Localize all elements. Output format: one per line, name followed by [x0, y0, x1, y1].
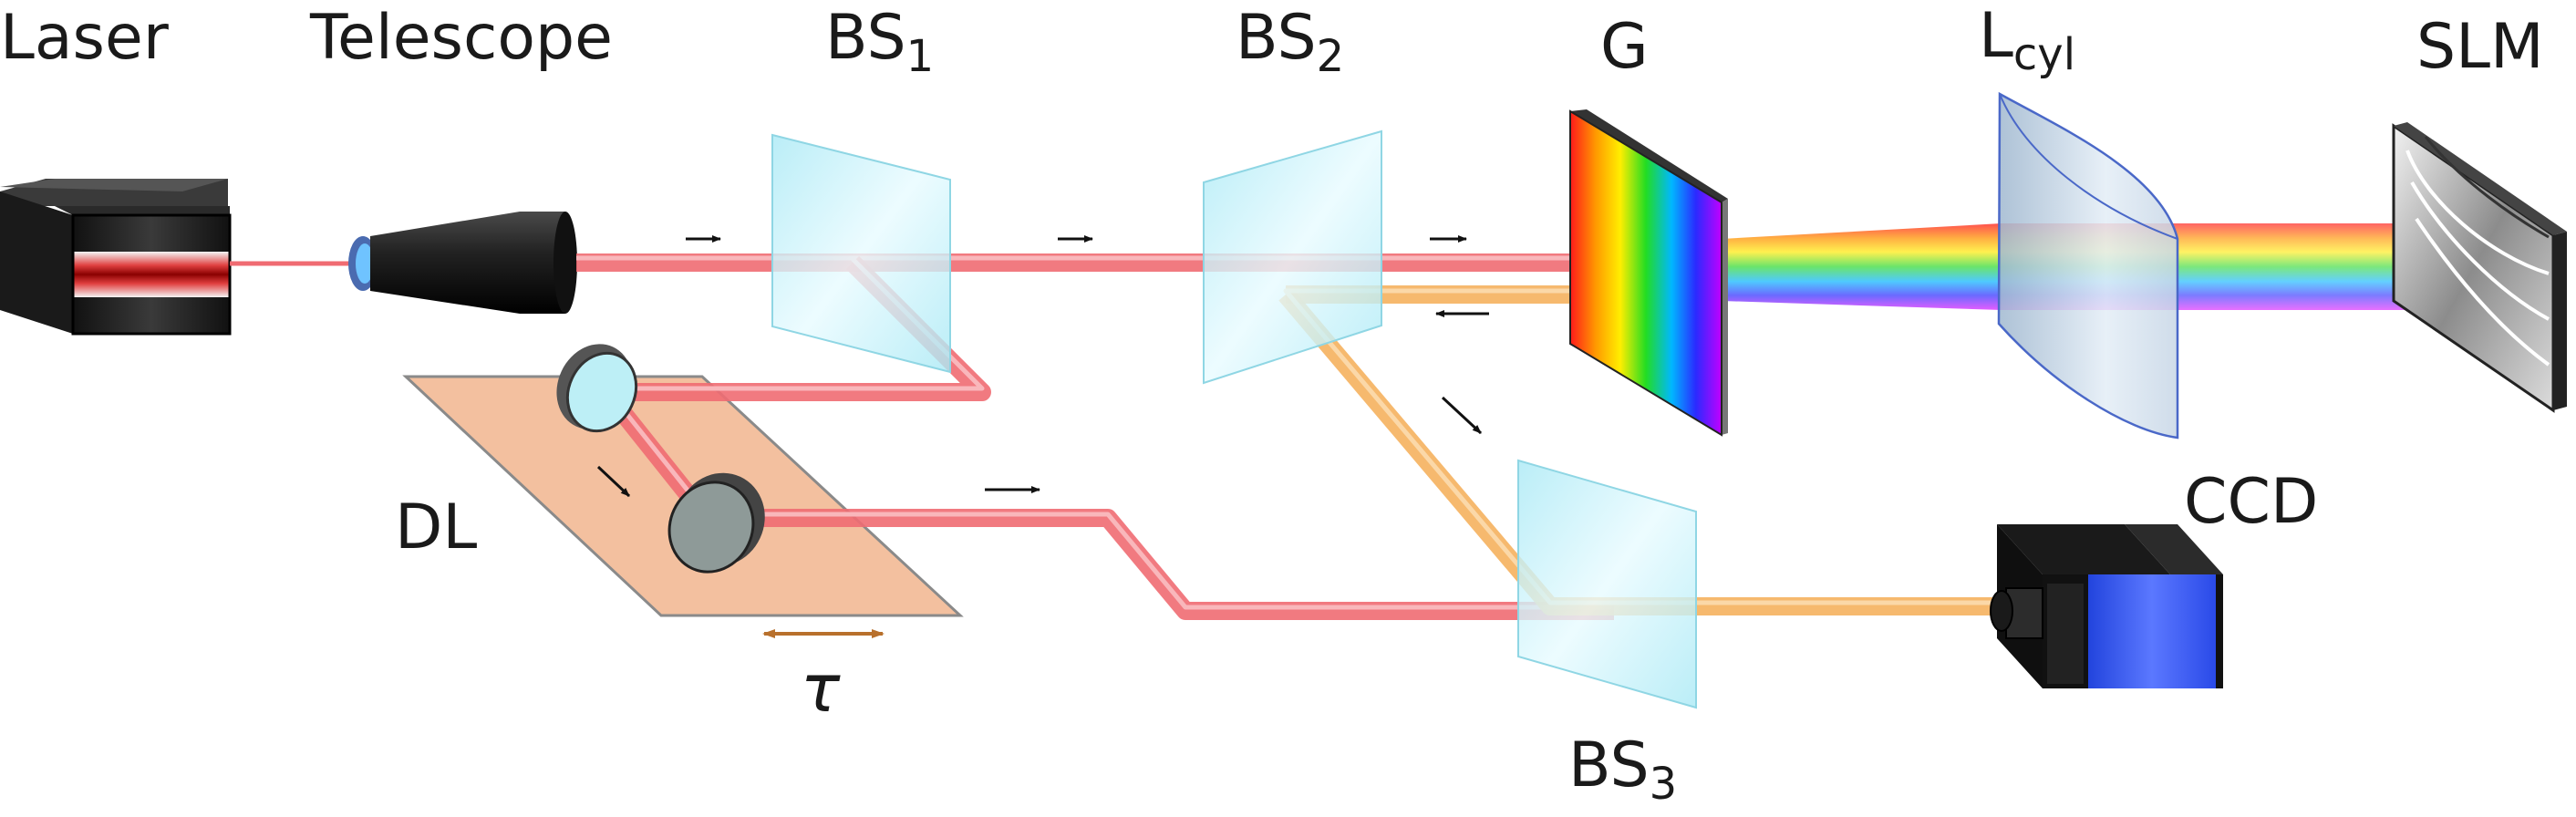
- label-tau: τ: [801, 650, 841, 727]
- telescope-icon: [348, 212, 577, 314]
- label-ccd: CCD: [2184, 466, 2318, 538]
- label-lcyl: Lcyl: [1979, 0, 2075, 80]
- dispersed-spectrum-fan: [1722, 223, 2002, 310]
- label-bs2: BS2: [1236, 2, 1344, 82]
- cylindrical-lens-icon: [1997, 91, 2179, 440]
- label-dl: DL: [395, 491, 477, 564]
- beam-direction-arrows: [596, 235, 1489, 498]
- label-bs1: BS1: [825, 2, 934, 82]
- label-slm: SLM: [2416, 11, 2544, 83]
- beamsplitter-bs3: [1517, 459, 1697, 709]
- beamsplitter-bs1: [771, 133, 951, 374]
- label-telescope: Telescope: [309, 2, 613, 74]
- diffraction-grating-icon: [1569, 109, 1728, 437]
- label-grating: G: [1600, 11, 1649, 83]
- delay-mirror-1-icon: [556, 344, 638, 433]
- label-laser: Laser: [0, 2, 169, 74]
- label-bs3: BS3: [1568, 729, 1677, 810]
- delay-mirror-2-icon: [667, 472, 765, 574]
- ccd-camera-icon: [1990, 524, 2223, 688]
- beamsplitter-bs2: [1203, 129, 1382, 385]
- laser-source-icon: [0, 179, 232, 336]
- slm-icon: [2392, 122, 2567, 413]
